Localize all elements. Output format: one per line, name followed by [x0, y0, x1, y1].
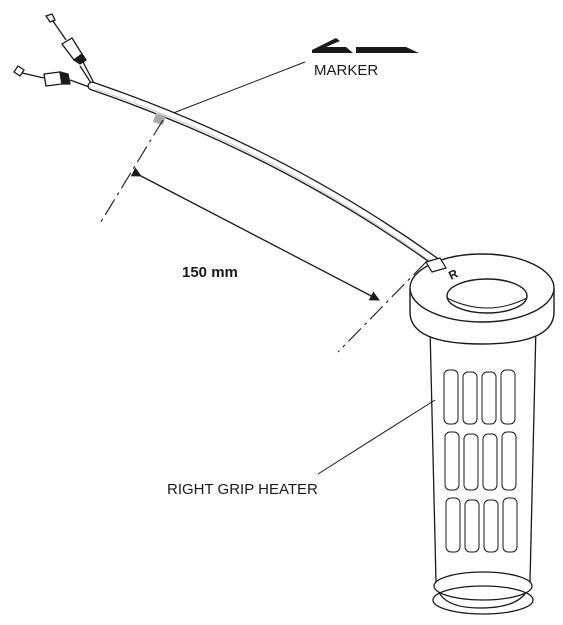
marker-symbol-icon: [312, 38, 419, 53]
cable: [87, 81, 441, 267]
grip-heater-label: RIGHT GRIP HEATER: [167, 481, 318, 498]
grip-body: [429, 325, 537, 615]
marker-label: MARKER: [314, 62, 379, 79]
grip-flange: [409, 253, 555, 345]
cable-grip-junction: [425, 257, 447, 273]
dimension-extension-line-left: [98, 119, 164, 226]
grip-leader-line: [317, 399, 436, 475]
dimension-extension-line-right: [337, 261, 427, 353]
marker-leader-line: [162, 61, 306, 118]
dimension-label: 150 mm: [182, 264, 238, 281]
dimension-arrow-icon: [130, 167, 380, 301]
marker-band: [153, 113, 166, 125]
connector-icon: [13, 13, 96, 89]
